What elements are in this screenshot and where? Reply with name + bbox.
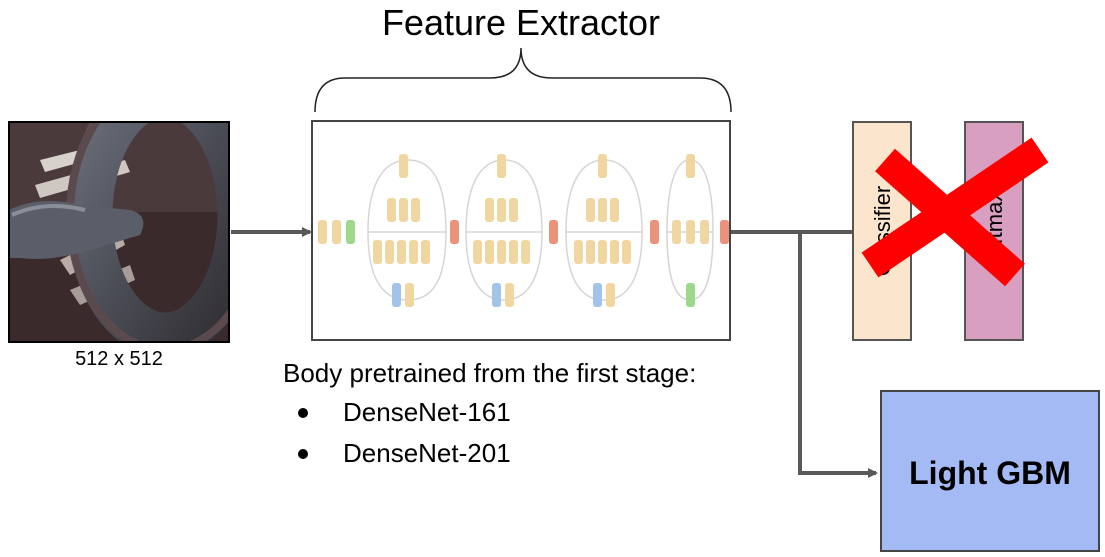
stem-blocks <box>318 220 355 244</box>
lightgbm-label: Light GBM <box>909 455 1071 491</box>
final-transition <box>720 220 729 244</box>
feature-extractor-brace <box>314 47 732 113</box>
arrow-extractor-to-lightgbm <box>798 232 878 478</box>
dense-block-3 <box>565 154 643 307</box>
dense-block-1 <box>367 154 447 307</box>
feature-extractor-box <box>311 120 731 341</box>
input-image-border <box>8 121 230 343</box>
bullet-icon <box>298 449 308 459</box>
transition-3 <box>650 220 659 244</box>
body-note-item-1: DenseNet-161 <box>343 397 511 427</box>
removed-cross-icon <box>861 137 1049 287</box>
body-note-heading: Body pretrained from the first stage: <box>283 358 696 388</box>
dense-block-2 <box>465 154 543 307</box>
transition-2 <box>549 220 558 244</box>
bullet-icon <box>298 408 308 418</box>
body-note-item-2: DenseNet-201 <box>343 438 511 468</box>
dense-block-4 <box>666 154 714 307</box>
transition-1 <box>450 220 459 244</box>
input-image <box>9 122 229 342</box>
diagram-title: Feature Extractor <box>382 2 660 43</box>
input-size-label: 512 x 512 <box>75 348 163 370</box>
lightgbm-box <box>880 390 1100 552</box>
